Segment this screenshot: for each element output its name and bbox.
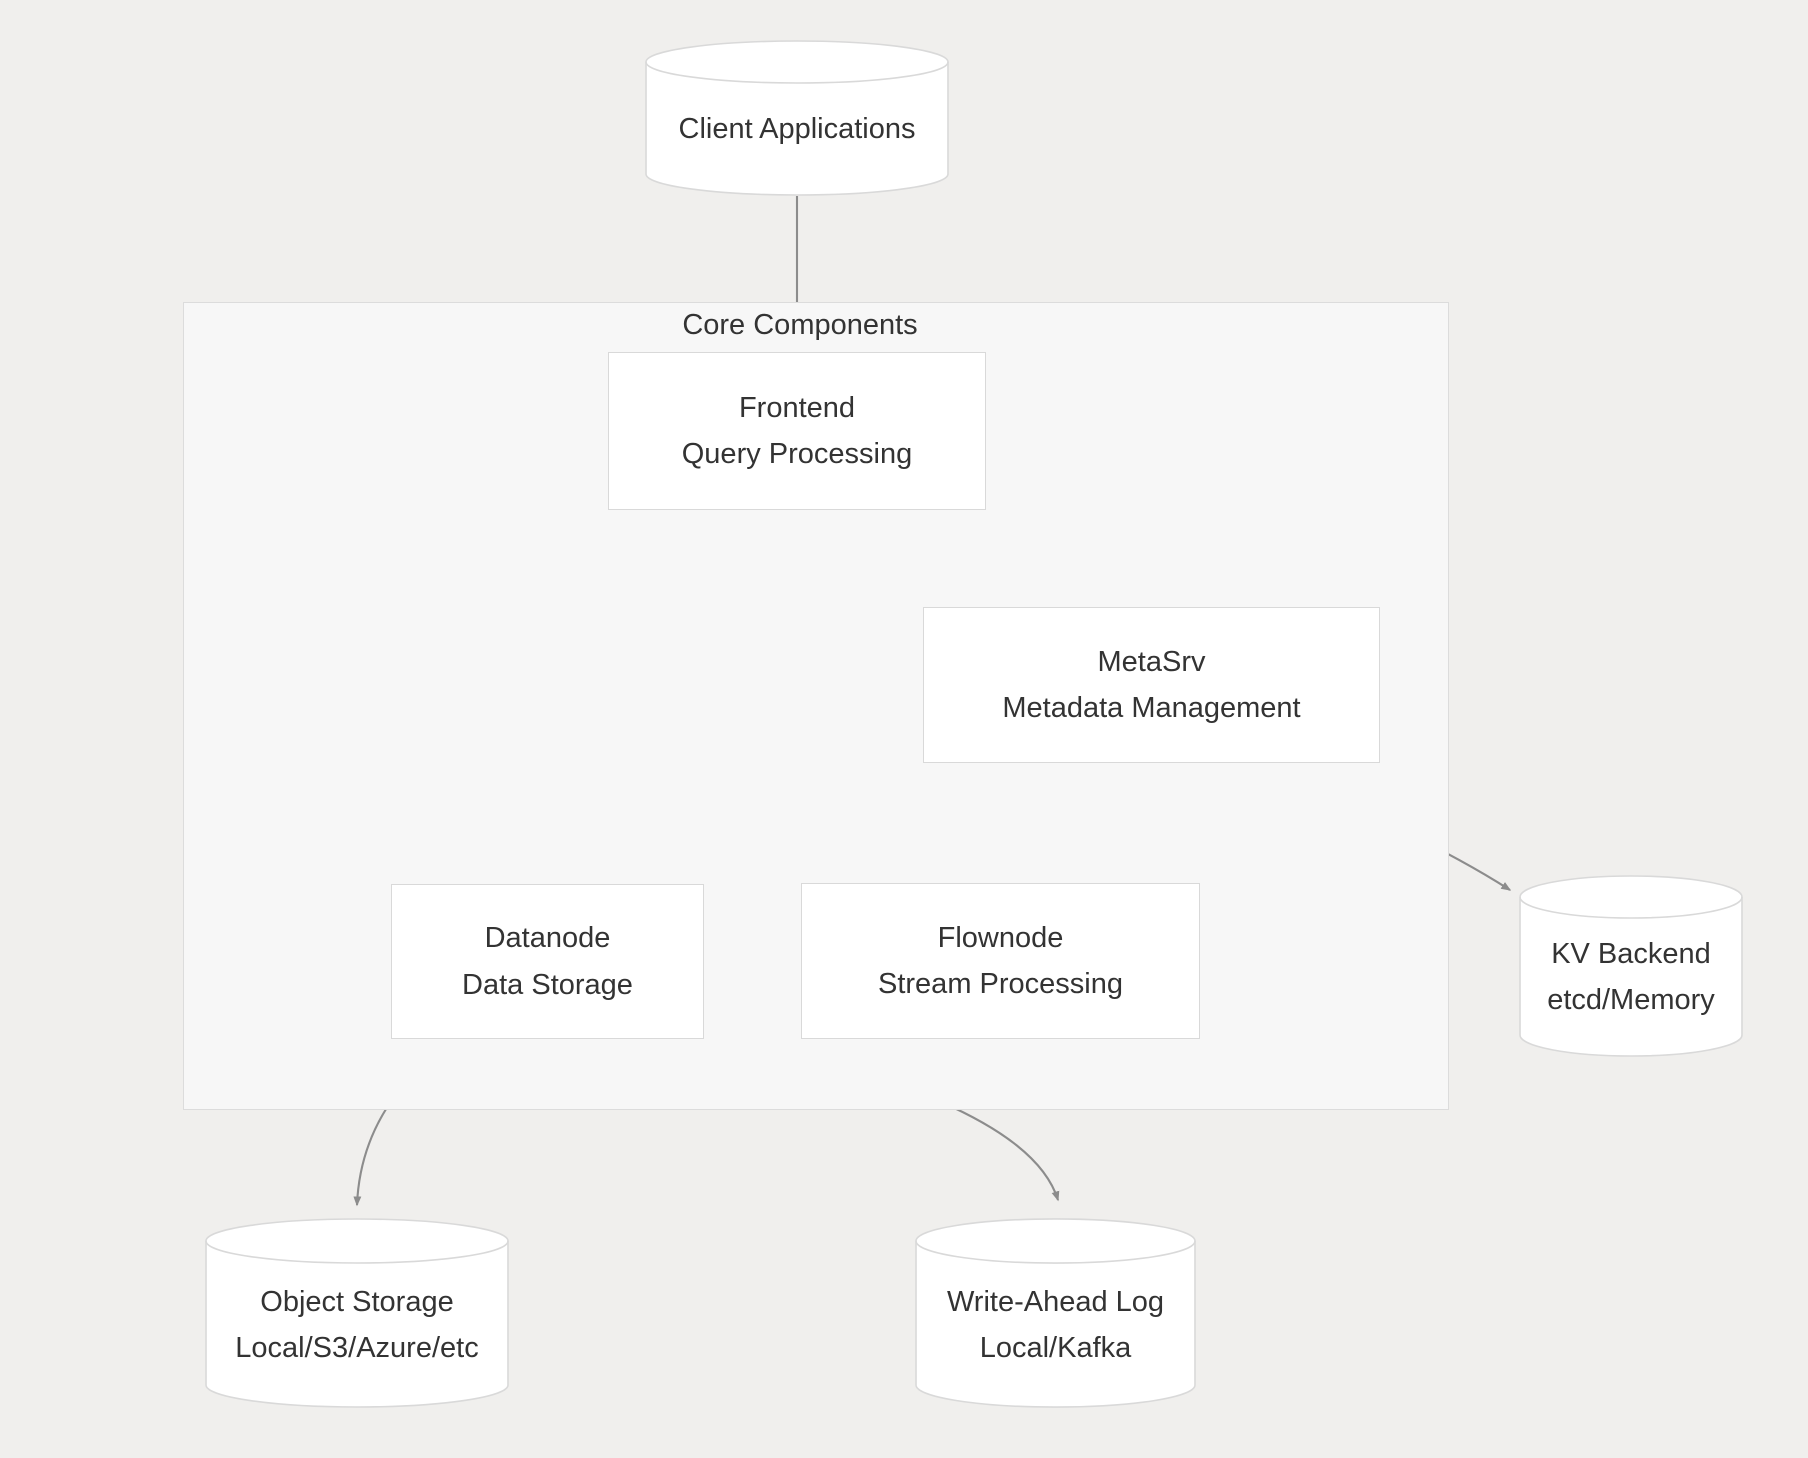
node-object-storage[interactable]: Object Storage Local/S3/Azure/etc	[205, 1218, 509, 1408]
node-flownode-title: Flownode	[937, 921, 1064, 954]
node-kv-backend[interactable]: KV Backend etcd/Memory	[1519, 875, 1743, 1057]
node-metasrv[interactable]: MetaSrv Metadata Management	[923, 607, 1380, 763]
node-datanode-subtitle: Data Storage	[462, 968, 633, 1001]
node-flownode[interactable]: Flownode Stream Processing	[801, 883, 1200, 1039]
node-metasrv-subtitle: Metadata Management	[1002, 692, 1301, 724]
node-frontend[interactable]: Frontend Query Processing	[608, 352, 986, 510]
node-frontend-title: Frontend	[738, 391, 856, 424]
node-datanode-title: Datanode	[484, 922, 611, 955]
node-client-applications[interactable]: Client Applications	[645, 40, 949, 196]
node-flownode-subtitle: Stream Processing	[878, 968, 1123, 1000]
node-datanode[interactable]: Datanode Data Storage	[391, 884, 704, 1039]
cluster-core-components-label: Core Components	[682, 309, 918, 341]
node-write-ahead-log[interactable]: Write-Ahead Log Local/Kafka	[915, 1218, 1196, 1408]
node-frontend-subtitle: Query Processing	[681, 438, 913, 470]
node-metasrv-title: MetaSrv	[1097, 645, 1206, 678]
